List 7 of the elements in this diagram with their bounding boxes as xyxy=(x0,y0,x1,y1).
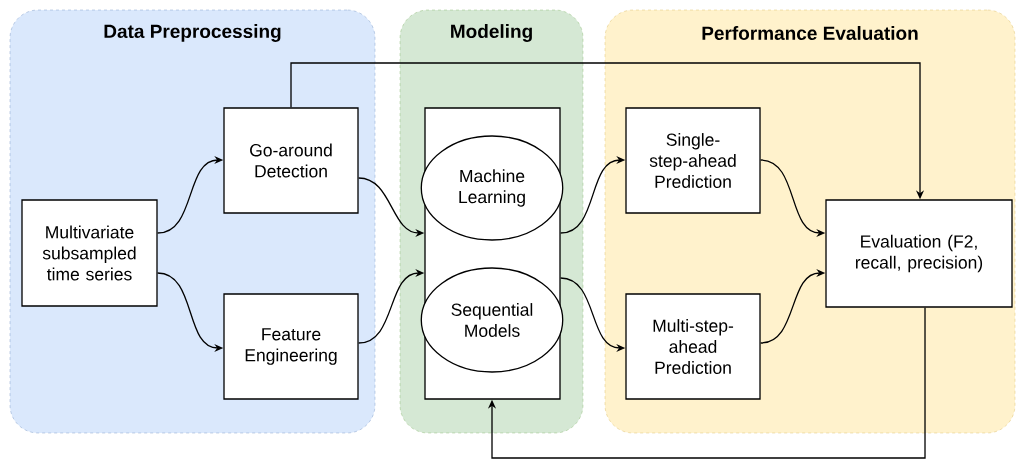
process-box: Feature Engineering xyxy=(223,293,359,400)
process-box: Single-step-ahead Prediction xyxy=(625,107,761,214)
process-box: Multivariate subsampled time series xyxy=(21,199,158,307)
process-box: Go-around Detection xyxy=(223,107,359,214)
process-box: Multi-step-ahead Prediction xyxy=(625,293,761,400)
process-box: Evaluation (F2, recall, precision) xyxy=(825,199,1013,308)
arrow xyxy=(487,307,926,459)
